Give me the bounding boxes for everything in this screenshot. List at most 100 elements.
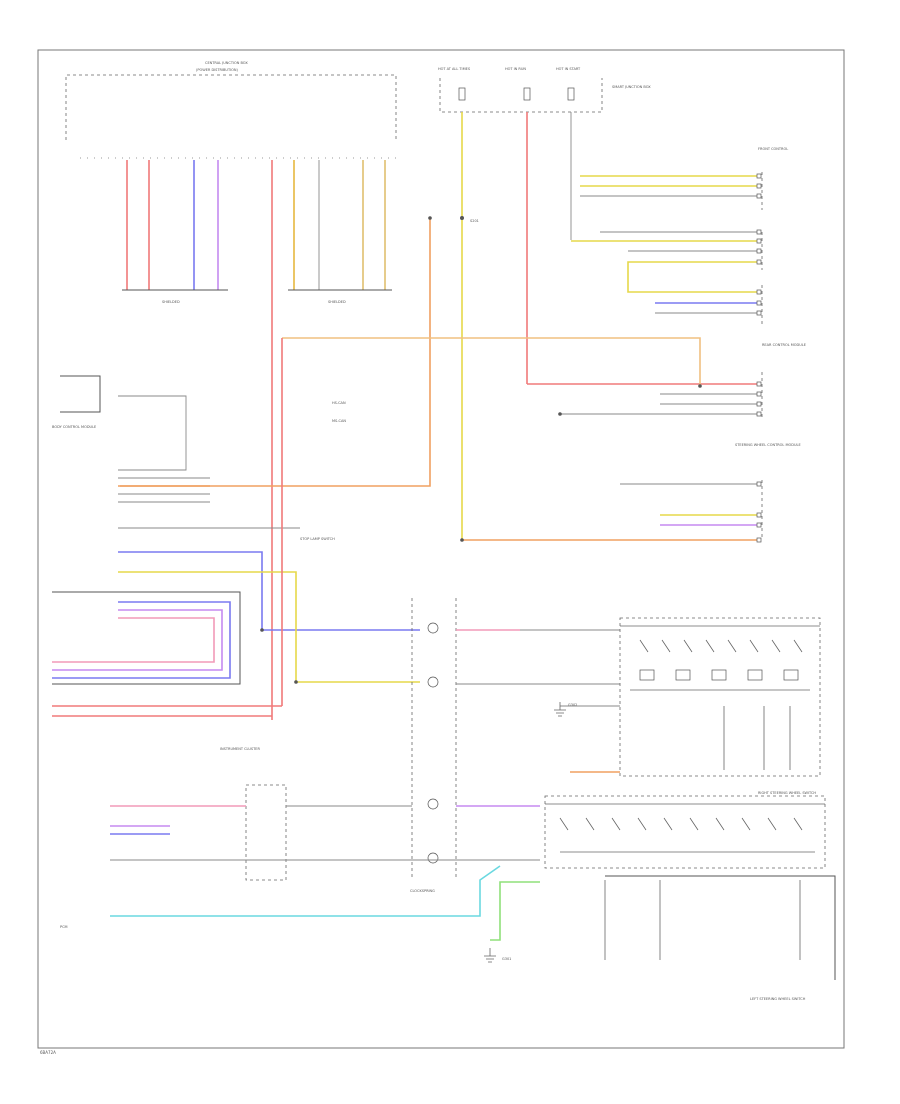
switch-contact-upper-0: [639, 639, 649, 653]
fuse-b: [523, 87, 531, 101]
clockspring-coil-4: [427, 852, 439, 864]
switch-contact-lower-6: [715, 817, 725, 831]
right-switch-block: RIGHT STEERING WHEEL SWITCH: [619, 617, 821, 795]
right-terminal-11: [756, 391, 762, 397]
left-switch-frame: [605, 875, 836, 980]
fuse-b-label: HOT IN RUN: [505, 67, 526, 71]
diagram-frame: [37, 49, 845, 1049]
ground-a: [484, 948, 496, 963]
switch-contact-upper-1: [661, 639, 671, 653]
switch-contact-lower-8: [767, 817, 777, 831]
steering-mod-label: STEERING WHEEL CONTROL MODULE: [735, 443, 801, 447]
fuse-box-outline: [439, 78, 603, 113]
wire-yellow-long: [118, 571, 420, 683]
footer-code: 6BA72A: [40, 1050, 56, 1055]
switch-resistor-upper-4: [783, 669, 799, 681]
wire-blue-long: [118, 551, 420, 631]
ms-can-label: MS-CAN: [332, 419, 346, 423]
switch-resistor-upper-2: [711, 669, 727, 681]
clockspring-coil-1: [427, 622, 439, 634]
ground-a-label: G301: [502, 957, 511, 961]
loop-box: [52, 591, 241, 685]
splice-a-label: S201: [470, 219, 479, 223]
switch-contact-lower-0: [559, 817, 569, 831]
ipc-box: [245, 784, 287, 881]
body-control-module: BODY CONTROL MODULE: [52, 375, 187, 471]
right-terminal-1: [756, 183, 762, 189]
splice-dot-1: [698, 384, 702, 388]
switch-contact-upper-4: [727, 639, 737, 653]
fuse-box: HOT AT ALL TIMES HOT IN RUN HOT IN START…: [438, 67, 651, 113]
top-connector-bracket: [65, 74, 397, 140]
left-sub-modules: SHIELDED SHIELDED: [122, 289, 392, 304]
body-control-bracket: [60, 375, 101, 413]
right-switch-box: [619, 617, 821, 777]
clockspring-label: CLOCKSPRING: [410, 889, 435, 893]
switch-contact-upper-7: [793, 639, 803, 653]
rear-ctrl-label: REAR CONTROL MODULE: [762, 343, 806, 347]
clockspring-coil-3: [427, 798, 439, 810]
right-terminal-12: [756, 401, 762, 407]
right-terminal-17: [756, 537, 762, 543]
switch-contact-lower-9: [793, 817, 803, 831]
splice-dot-4: [294, 680, 298, 684]
pcm-label: PCM: [60, 925, 68, 929]
right-terminal-5: [756, 248, 762, 254]
top-connector: CENTRAL JUNCTION BOX (POWER DISTRIBUTION…: [65, 61, 397, 159]
left-switch-block: LEFT STEERING WHEEL SWITCH: [544, 795, 836, 1001]
right-terminal-10: [756, 381, 762, 387]
wire-tan-long: [282, 337, 701, 386]
body-control-label: BODY CONTROL MODULE: [52, 425, 96, 429]
loop-blue: [52, 601, 231, 679]
wire-r2-d: [627, 261, 760, 293]
switch-contact-upper-3: [705, 639, 715, 653]
left-wire-stack: STOP LAMP SWITCH: [118, 477, 420, 683]
clockspring-coil-2: [427, 676, 439, 688]
clockspring: CLOCKSPRING: [410, 598, 457, 893]
switch-contact-lower-3: [637, 817, 647, 831]
splice-dot-2: [428, 216, 432, 220]
switch-contact-upper-2: [683, 639, 693, 653]
loop-violet: [52, 609, 223, 671]
fuse-a-label: HOT AT ALL TIMES: [438, 67, 471, 71]
right-connector-2: [571, 231, 763, 293]
splice-dot-3: [558, 412, 562, 416]
switch-contact-lower-4: [663, 817, 673, 831]
right-connector-1: FRONT CONTROL: [580, 147, 788, 210]
right-switch-label: RIGHT STEERING WHEEL SWITCH: [758, 791, 816, 795]
left-switch-box: [544, 795, 826, 869]
ground-b-label: G302: [568, 703, 577, 707]
right-connector-5: STEERING WHEEL CONTROL MODULE: [462, 443, 801, 541]
wire-orange-long: [120, 218, 431, 487]
fuse-a: [458, 87, 466, 101]
splice-dot-0: [460, 538, 464, 542]
splice-dot-5: [260, 628, 264, 632]
wire-cyan-bottom: [110, 865, 501, 917]
top-left-wires: [126, 160, 386, 720]
switch-contact-lower-1: [585, 817, 595, 831]
right-terminal-8: [756, 300, 762, 306]
top-connector-label: CENTRAL JUNCTION BOX: [205, 61, 248, 65]
switch-resistor-upper-1: [675, 669, 691, 681]
switch-contact-lower-5: [689, 817, 699, 831]
right-terminal-9: [756, 310, 762, 316]
ground-b: [554, 702, 566, 717]
right-terminal-4: [756, 238, 762, 244]
right-terminal-16: [756, 522, 762, 528]
generated-details: [260, 173, 803, 960]
fuse-c-label: HOT IN START: [556, 67, 581, 71]
right-terminal-6: [756, 259, 762, 265]
left-switch-label: LEFT STEERING WHEEL SWITCH: [750, 997, 806, 1001]
right-terminal-13: [756, 411, 762, 417]
switch-contact-upper-6: [771, 639, 781, 653]
grounds: G301 G302: [484, 702, 577, 963]
switch-contact-lower-7: [741, 817, 751, 831]
loop-pink: [52, 617, 215, 663]
right-connector-3: [655, 285, 763, 325]
switch-resistor-upper-3: [747, 669, 763, 681]
module-a-label: SHIELDED: [162, 300, 180, 304]
lower-left-loops: [52, 338, 283, 717]
stop-lamp-label: STOP LAMP SWITCH: [300, 537, 335, 541]
